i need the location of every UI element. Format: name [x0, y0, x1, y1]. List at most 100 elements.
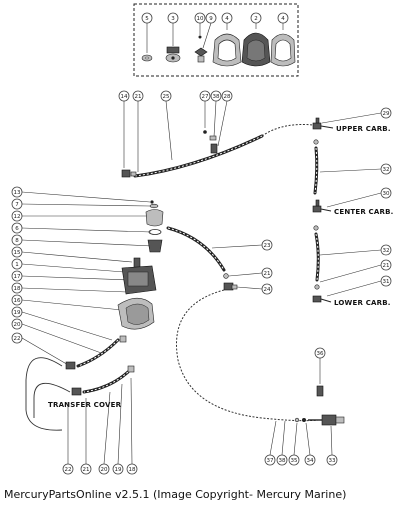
svg-text:4: 4	[281, 16, 285, 22]
middle-callouts: 23 21 24	[211, 239, 273, 295]
hose-19	[82, 370, 130, 394]
washer-part	[141, 54, 153, 62]
callout-28: 28	[221, 90, 233, 102]
svg-text:38: 38	[279, 458, 286, 464]
callout-inset-4: 4	[221, 12, 233, 24]
svg-text:29: 29	[383, 111, 390, 117]
pump-stack	[117, 200, 164, 330]
diaphragm-part	[212, 33, 242, 67]
callout-20-bottom: 20	[98, 463, 110, 475]
callout-22: 22	[11, 332, 23, 344]
callout-inset-10: 10	[194, 12, 206, 24]
callout-inset-5: 5	[141, 12, 153, 24]
svg-text:8: 8	[15, 238, 19, 244]
diaphragm-part-2	[270, 33, 296, 67]
svg-text:9: 9	[209, 16, 213, 22]
svg-text:36: 36	[317, 351, 324, 357]
center-carb-label: CENTER CARB.	[334, 208, 394, 216]
bottom-left-callouts: 22 21 20 19 18	[62, 377, 138, 475]
svg-text:20: 20	[101, 467, 108, 473]
callout-34: 34	[304, 454, 316, 466]
callout-29: 29	[380, 107, 392, 119]
svg-text:23: 23	[264, 243, 271, 249]
svg-text:10: 10	[197, 16, 204, 22]
lower-valve-assembly	[294, 414, 345, 426]
callout-32b: 32	[380, 244, 392, 256]
hose-32-lower	[314, 232, 320, 282]
svg-text:31: 31	[383, 279, 390, 285]
clamp-upper	[313, 139, 319, 145]
svg-text:3: 3	[171, 16, 175, 22]
upper-carb-fitting	[312, 117, 334, 130]
svg-text:5: 5	[145, 16, 149, 22]
svg-text:24: 24	[264, 287, 271, 293]
inset-parts-box: 5 3 10 9 4 2 4	[133, 3, 299, 77]
callout-27: 27	[199, 90, 211, 102]
callout-12: 12	[11, 210, 23, 222]
dotted-line-lower	[176, 289, 319, 422]
callout-32: 32	[380, 163, 392, 175]
svg-text:12: 12	[14, 214, 21, 220]
svg-text:1: 1	[15, 262, 19, 268]
callout-21: 21	[132, 90, 144, 102]
svg-text:34: 34	[307, 458, 314, 464]
svg-text:21: 21	[135, 94, 142, 100]
fitting-upper-left	[121, 169, 137, 178]
center-carb-fitting	[312, 199, 332, 213]
cover-part	[241, 32, 271, 67]
svg-text:32: 32	[383, 248, 390, 254]
callout-18-bottom: 18	[126, 463, 138, 475]
callout-8: 8	[11, 234, 23, 246]
fitting-36	[316, 385, 324, 397]
callout-inset-3: 3	[167, 12, 179, 24]
lower-carb-fitting	[312, 295, 332, 303]
svg-text:17: 17	[14, 274, 21, 280]
callout-31: 31	[380, 275, 392, 287]
svg-text:20: 20	[14, 322, 21, 328]
transfer-line-inner	[33, 383, 71, 418]
callout-inset-9: 9	[205, 12, 217, 24]
svg-text:37: 37	[267, 458, 274, 464]
svg-text:6: 6	[15, 226, 19, 232]
callout-15: 15	[11, 246, 23, 258]
bottom-right-callouts: 37 38 35 34 33	[264, 420, 338, 466]
callout-19-bottom: 19	[112, 463, 124, 475]
svg-text:28: 28	[224, 94, 231, 100]
callout-13: 13	[11, 186, 23, 198]
svg-text:22: 22	[14, 336, 21, 342]
elbow-fitting-mid	[223, 282, 238, 291]
callout-21-bottom: 21	[80, 463, 92, 475]
callout-30: 30	[380, 187, 392, 199]
small-parts-27-28	[203, 130, 218, 154]
callout-21-right: 21	[380, 259, 392, 271]
svg-text:16: 16	[14, 298, 21, 304]
svg-text:21: 21	[383, 263, 390, 269]
callout-25: 25	[160, 90, 172, 102]
copyright-caption: MercuryPartsOnline v2.5.1 (Image Copyrig…	[4, 488, 347, 501]
clamp-mid	[223, 273, 229, 279]
svg-text:21: 21	[264, 271, 271, 277]
svg-text:19: 19	[115, 467, 122, 473]
callout-35: 35	[288, 454, 300, 466]
lower-carb-label: LOWER CARB.	[334, 299, 391, 307]
svg-text:25: 25	[163, 94, 170, 100]
callout-24: 24	[261, 283, 273, 295]
svg-text:22: 22	[65, 467, 72, 473]
fittings-left	[65, 335, 135, 396]
callout-18: 18	[11, 282, 23, 294]
svg-text:18: 18	[129, 467, 136, 473]
hose-32-upper	[313, 146, 319, 195]
callout-17: 17	[11, 270, 23, 282]
upper-carb-label: UPPER CARB.	[336, 125, 391, 133]
callout-36: 36	[314, 347, 326, 359]
svg-text:27: 27	[202, 94, 209, 100]
svg-text:19: 19	[14, 310, 21, 316]
callout-7: 7	[11, 198, 23, 210]
callout-23: 23	[261, 239, 273, 251]
callout-38-bottom: 38	[276, 454, 288, 466]
callout-22-bottom: 22	[62, 463, 74, 475]
svg-text:21: 21	[83, 467, 90, 473]
transfer-cover-label: TRANSFER COVER	[48, 401, 122, 409]
svg-text:13: 13	[14, 190, 21, 196]
